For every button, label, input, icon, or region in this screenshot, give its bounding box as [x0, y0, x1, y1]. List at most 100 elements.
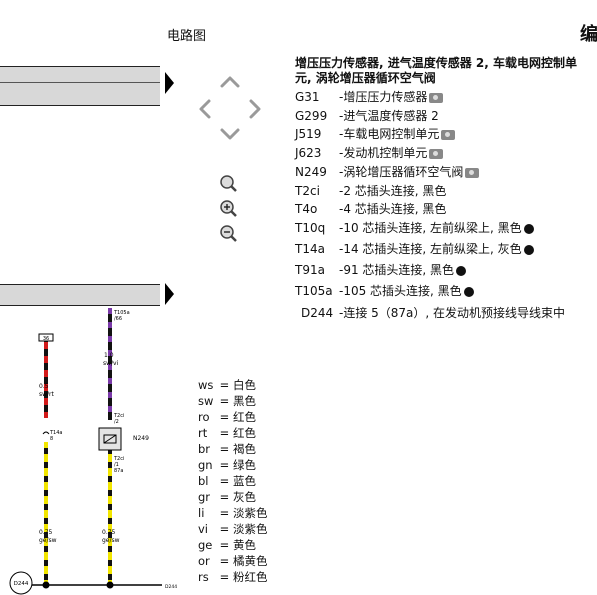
component-text: -2 芯插头连接, 黑色 [339, 184, 447, 198]
wire2-color: sw/vi [103, 360, 119, 367]
t14a-connector-symbol [42, 431, 50, 435]
legend-item: bl = 蓝色 [198, 474, 256, 488]
component-text: -涡轮增压器循环空气阀 [339, 165, 464, 179]
legend-code: br [198, 442, 211, 456]
legend-code: li [198, 506, 205, 520]
component-code: T91a [295, 263, 325, 277]
legend-code: bl [198, 474, 209, 488]
legend-color: 褐色 [232, 442, 256, 456]
legend-item: sw = 黑色 [198, 394, 256, 408]
component-text: -105 芯插头连接, 黑色 [339, 284, 462, 298]
description-title-line1: 增压压力传感器, 进气温度传感器 2, 车载电网控制单 [295, 56, 578, 70]
component-code: D244 [301, 306, 334, 320]
legend-code: ro [198, 410, 210, 424]
legend-color: 蓝色 [232, 474, 256, 488]
next-page-arrow-icon[interactable] [165, 72, 174, 94]
component-code: T2ci [295, 184, 320, 198]
component-code: T10q [295, 221, 326, 235]
n249-label: N249 [133, 435, 149, 442]
legend-item: vi = 淡紫色 [198, 522, 268, 536]
page-title: 电路图 [167, 29, 207, 44]
legend-item: gr = 灰色 [198, 490, 256, 504]
legend-color: 淡紫色 [232, 506, 268, 520]
component-code: G299 [295, 109, 328, 123]
d244-circle-label: D244 [14, 581, 29, 587]
zoom-fit-icon[interactable] [220, 175, 237, 192]
component-text: -91 芯插头连接, 黑色 [339, 263, 455, 277]
camera-icon[interactable] [429, 148, 444, 159]
pan-left-icon[interactable] [199, 99, 211, 119]
camera-icon[interactable] [429, 92, 444, 103]
legend-code: vi [198, 522, 209, 536]
component-row: T10q -10 芯插头连接, 左前纵梁上, 黑色 [295, 219, 534, 236]
component-row: T2ci -2 芯插头连接, 黑色 [295, 182, 446, 199]
wire2b-size: 0.75 [102, 529, 116, 536]
junction-dot-left [42, 581, 50, 589]
camera-icon[interactable] [441, 129, 456, 140]
component-text: -10 芯插头连接, 左前纵梁上, 黑色 [339, 221, 522, 235]
component-row: D244 -连接 5（87a）, 在发动机预接线导线束中 [295, 304, 565, 321]
component-row: J519 -车载电网控制单元 [295, 125, 456, 142]
component-code: J519 [295, 127, 322, 141]
t14a-label: T14a [49, 430, 62, 436]
next-section-arrow-icon[interactable] [165, 283, 174, 305]
legend-color: 粉红色 [232, 570, 268, 584]
component-code: G31 [295, 90, 320, 104]
component-text: -发动机控制单元 [339, 146, 428, 160]
component-text: -车载电网控制单元 [339, 127, 440, 141]
legend-item: ro = 红色 [198, 410, 256, 424]
component-row: J623 -发动机控制单元 [295, 144, 444, 161]
wire1b-size: 0.75 [39, 529, 53, 536]
component-text: -连接 5（87a）, 在发动机预接线导线束中 [339, 306, 566, 320]
wire-right [108, 308, 112, 585]
wire-ge-sw-left [44, 442, 48, 585]
connector-icon[interactable] [463, 286, 474, 297]
pin-87a-label: 87a [114, 468, 123, 474]
connector-icon[interactable] [523, 244, 534, 255]
component-row: G31 -增压压力传感器 [295, 88, 444, 105]
t105a-pin: /66 [114, 316, 122, 322]
pan-right-icon[interactable] [249, 99, 261, 119]
pan-up-icon[interactable] [220, 76, 240, 88]
camera-icon[interactable] [465, 167, 480, 178]
wire1-size: 0.5 [39, 383, 49, 390]
t2ci-top-label: T2ci [113, 413, 124, 419]
d244-end-label: D244 [165, 584, 177, 590]
d244-connection-circle [9, 571, 33, 595]
wire1b-color: ge/sw [39, 537, 57, 544]
component-code: T105a [295, 284, 333, 298]
component-text: -4 芯插头连接, 黑色 [339, 202, 447, 216]
pan-down-icon[interactable] [220, 128, 240, 140]
component-row: T4o-4 芯插头连接, 黑色 [295, 200, 446, 217]
description-title: 增压压力传感器, 进气温度传感器 2, 车载电网控制单 元, 涡轮增压器循环空气… [295, 56, 597, 86]
legend-code: ge [198, 538, 213, 552]
component-text: -14 芯插头连接, 左前纵梁上, 灰色 [339, 242, 522, 256]
wire2b-color: ge/sw [102, 537, 120, 544]
legend-code: or [198, 554, 210, 568]
component-row: G299-进气温度传感器 2 [295, 107, 439, 124]
component-code: N249 [295, 165, 327, 179]
junction-dot-right [106, 581, 114, 589]
header-right-char: 编 [580, 24, 597, 45]
component-code: J623 [295, 146, 322, 160]
component-row: T105a -105 芯插头连接, 黑色 [295, 282, 474, 299]
zoom-out-icon[interactable] [220, 225, 237, 242]
t14a-pin: 8 [50, 436, 53, 442]
t2ci-top-pin: /2 [114, 419, 119, 425]
zoom-in-icon[interactable] [220, 200, 237, 217]
component-text: -增压压力传感器 [339, 90, 428, 104]
legend-code: ws [198, 378, 214, 392]
connector-icon[interactable] [456, 265, 467, 276]
legend-color: 红色 [232, 410, 256, 424]
fuse-box [38, 333, 54, 342]
diagram-bar-middle [0, 284, 160, 306]
n249-valve-symbol [98, 427, 122, 451]
wire2-size: 1.0 [104, 352, 114, 359]
wire1-color: sw/rt [39, 391, 55, 398]
connector-icon[interactable] [523, 223, 534, 234]
component-code: T14a [295, 242, 325, 256]
legend-item: or = 橘黄色 [198, 554, 268, 568]
legend-code: sw [198, 394, 214, 408]
legend-item: rt = 红色 [198, 426, 256, 440]
legend-code: gn [198, 458, 213, 472]
